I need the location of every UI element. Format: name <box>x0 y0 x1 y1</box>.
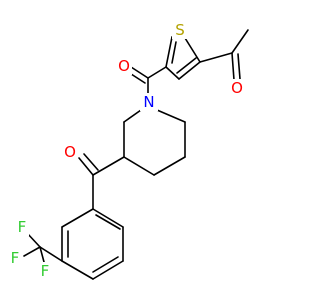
fluorine-2-label: F <box>11 249 20 267</box>
bond-c4-c5 <box>165 36 173 68</box>
bond-c3p-c4p <box>123 156 155 176</box>
bond-acetyl-oxygen-double <box>237 53 241 80</box>
bond-ketone-oxygen-double <box>83 153 99 171</box>
bond-ar1-ar2 <box>92 208 124 228</box>
bond-c4-c5-double <box>171 41 177 64</box>
bond-c3p-ketone <box>92 156 125 176</box>
bond-c2-acetyl <box>199 52 233 63</box>
bond-ar1-ar2-double <box>95 214 121 230</box>
bond-n-ca <box>123 109 142 123</box>
bond-c3-c4 <box>165 66 180 80</box>
bond-ar3-ar4 <box>92 260 124 280</box>
bond-cf3-f1 <box>26 232 41 248</box>
thiophene-sulfur-label: S <box>175 21 185 39</box>
bond-ketone-oxygen <box>78 157 94 176</box>
bond-ar6-ar1 <box>61 208 94 228</box>
bond-ar3-ar4-double <box>92 256 119 273</box>
bond-amide-oxygen <box>130 66 149 79</box>
bond-c4p-c5p <box>153 156 186 176</box>
bond-cf3-f2 <box>23 246 41 257</box>
piperidine-nitrogen-label: N <box>143 93 154 111</box>
bond-c2-c3 <box>178 61 201 80</box>
amide-oxygen-label: O <box>118 57 130 75</box>
atom-labels: S O O N O F F F <box>8 21 245 280</box>
bond-c6p-n <box>156 109 186 123</box>
molecule-structure-diagram: S O O N O F F F <box>8 21 249 280</box>
bond-acetyl-methyl <box>231 29 249 54</box>
bond-ar4-ar5 <box>61 260 94 280</box>
acetyl-oxygen-label: O <box>231 79 243 97</box>
fluorine-3-label: F <box>41 262 50 280</box>
fluorine-1-label: F <box>18 218 27 236</box>
bond-s1-c2 <box>184 37 201 63</box>
bond-c2-c3-double <box>176 57 197 74</box>
bond-ar5-cf3 <box>39 246 63 262</box>
bond-cf3-f3 <box>39 246 45 263</box>
bond-c4-amide-carbon <box>147 66 167 79</box>
bonds <box>23 29 249 280</box>
bond-acetyl-oxygen <box>231 52 235 81</box>
ketone-oxygen-label: O <box>64 143 76 161</box>
